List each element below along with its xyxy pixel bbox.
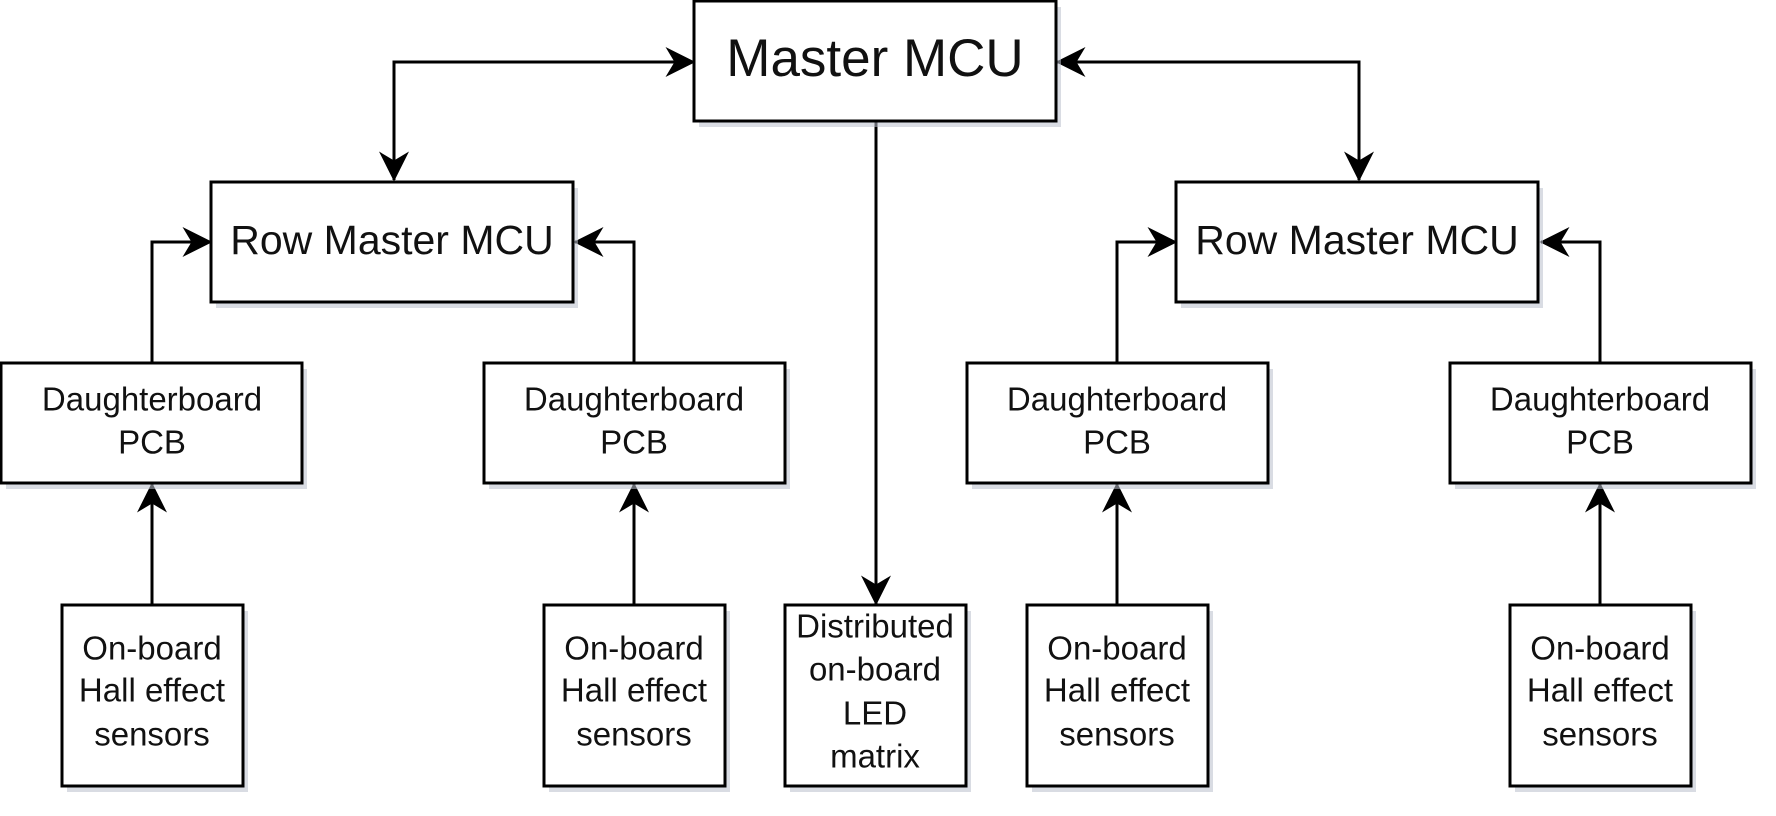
edge-daughterboard-2-to-row-master-left [573, 227, 636, 363]
sensors-1-line-2: Hall effect [79, 672, 225, 709]
node-hall-sensors-3: On-board Hall effect sensors [1025, 603, 1213, 792]
node-hall-sensors-1: On-board Hall effect sensors [60, 603, 248, 792]
node-hall-sensors-4: On-board Hall effect sensors [1508, 603, 1696, 792]
daughterboard-2-line-2: PCB [600, 424, 668, 461]
daughterboard-2-line-1: Daughterboard [524, 381, 744, 418]
edge-master-to-row-master-left [379, 47, 696, 182]
daughterboard-4-line-2: PCB [1566, 424, 1634, 461]
node-hall-sensors-2: On-board Hall effect sensors [542, 603, 730, 792]
edge-daughterboard-1-to-row-master-left [150, 227, 213, 363]
sensors-4-line-3: sensors [1542, 716, 1658, 753]
sensors-1-line-3: sensors [94, 716, 210, 753]
led-matrix-line-2: on-board [809, 651, 941, 688]
daughterboard-3-line-1: Daughterboard [1007, 381, 1227, 418]
connectors [137, 47, 1615, 606]
node-daughterboard-3: Daughterboard PCB [965, 361, 1273, 489]
sensors-4-line-1: On-board [1530, 630, 1669, 667]
sensors-2-line-1: On-board [564, 630, 703, 667]
led-matrix-line-3: LED [843, 695, 907, 732]
led-matrix-line-4: matrix [830, 738, 920, 775]
edge-daughterboard-3-to-row-master-right [1115, 227, 1178, 363]
sensors-3-line-2: Hall effect [1044, 672, 1190, 709]
daughterboard-4-line-1: Daughterboard [1490, 381, 1710, 418]
node-master-mcu: Master MCU [692, 0, 1061, 127]
sensors-4-line-2: Hall effect [1527, 672, 1673, 709]
sensors-2-line-2: Hall effect [561, 672, 707, 709]
daughterboard-1-line-1: Daughterboard [42, 381, 262, 418]
sensors-2-line-3: sensors [576, 716, 692, 753]
node-row-master-left: Row Master MCU [209, 180, 578, 308]
edge-daughterboard-4-to-row-master-right [1539, 227, 1602, 363]
node-daughterboard-4: Daughterboard PCB [1448, 361, 1756, 489]
node-daughterboard-2: Daughterboard PCB [482, 361, 790, 489]
row-master-left-label: Row Master MCU [230, 217, 553, 263]
sensors-3-line-1: On-board [1047, 630, 1186, 667]
daughterboard-3-line-2: PCB [1083, 424, 1151, 461]
edge-master-to-row-master-right [1055, 47, 1374, 182]
master-mcu-label: Master MCU [726, 29, 1023, 88]
node-row-master-right: Row Master MCU [1174, 180, 1543, 308]
sensors-3-line-3: sensors [1059, 716, 1175, 753]
daughterboard-1-line-2: PCB [118, 424, 186, 461]
node-daughterboard-1: Daughterboard PCB [0, 361, 307, 489]
row-master-right-label: Row Master MCU [1195, 217, 1518, 263]
sensors-1-line-1: On-board [82, 630, 221, 667]
node-led-matrix: Distributed on-board LED matrix [783, 603, 971, 792]
led-matrix-line-1: Distributed [796, 608, 954, 645]
